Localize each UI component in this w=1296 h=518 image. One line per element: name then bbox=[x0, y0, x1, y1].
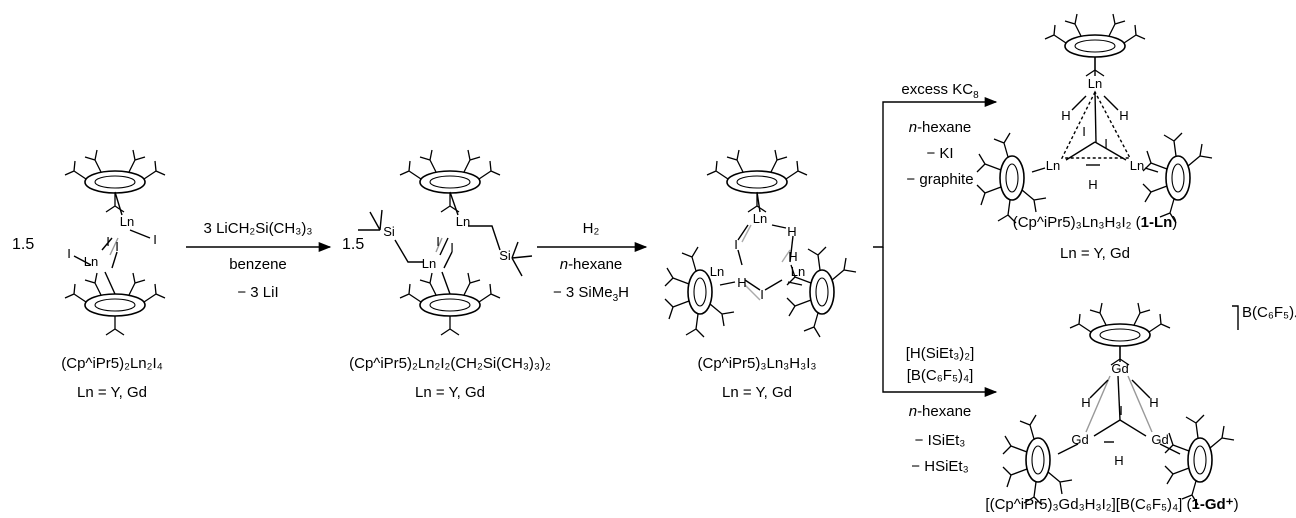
atom-si: Si bbox=[499, 248, 511, 263]
compound-e-formula: [(Cp^iPr5)₃Gd₃H₃I₂][B(C₆F₅)₄] (1-Gd⁺) bbox=[985, 496, 1239, 513]
structure-b bbox=[358, 149, 533, 336]
atom-ln: Ln bbox=[119, 214, 135, 229]
atom-i: I bbox=[106, 234, 110, 249]
atom-h: H bbox=[737, 275, 747, 290]
step1-byproduct: − 3 LiI bbox=[237, 284, 279, 301]
atom-ln: Ln bbox=[709, 264, 725, 279]
step2-byproduct: − 3 SiMe3H bbox=[552, 284, 630, 304]
step4-byproduct-hsiet3: − HSiEt₃ bbox=[911, 458, 969, 475]
step4-byproduct-isiet3: − ISiEt₃ bbox=[914, 432, 966, 449]
step4-reagent-anion: [B(C₆F₅)₄] bbox=[906, 367, 974, 384]
structure-c bbox=[664, 149, 857, 338]
atom-i: I bbox=[450, 240, 454, 255]
compound-a-note: Ln = Y, Gd bbox=[77, 384, 147, 401]
arrow-step4 bbox=[882, 247, 998, 398]
atom-h: H bbox=[1114, 453, 1124, 468]
atom-h: H bbox=[1119, 108, 1129, 123]
atom-h: H bbox=[1149, 395, 1159, 410]
atom-i: I bbox=[1104, 136, 1108, 151]
compound-b-note: Ln = Y, Gd bbox=[415, 384, 485, 401]
atom-ln: Ln bbox=[790, 264, 806, 279]
coefficient-a: 1.5 bbox=[12, 236, 35, 253]
atom-ln: Ln bbox=[421, 256, 437, 271]
atom-ln: Ln bbox=[83, 254, 99, 269]
atom-ln: Ln bbox=[1087, 76, 1103, 91]
atom-i: I bbox=[1082, 124, 1086, 139]
atom-ln: Ln bbox=[1045, 158, 1061, 173]
compound-b-formula: (Cp^iPr5)₂Ln₂I₂(CH₂Si(CH₃)₃)₂ bbox=[349, 355, 551, 372]
arrow-step3 bbox=[873, 96, 998, 248]
atom-gd: Gd bbox=[1111, 361, 1129, 376]
step3-byproduct-ki: − KI bbox=[926, 145, 954, 162]
atom-i: I bbox=[67, 246, 71, 261]
atom-i: I bbox=[1119, 403, 1123, 418]
compound-c-note: Ln = Y, Gd bbox=[722, 384, 792, 401]
atom-h: H bbox=[1061, 108, 1071, 123]
step3-byproduct-graphite: − graphite bbox=[906, 171, 974, 188]
step1-solvent: benzene bbox=[229, 256, 287, 273]
atom-ln: Ln bbox=[1129, 158, 1145, 173]
structure-d bbox=[976, 13, 1213, 224]
atom-h: H bbox=[1088, 177, 1098, 192]
step1-reagent: 3 LiCH₂Si(CH₃)₃ bbox=[203, 220, 313, 237]
atom-i: I bbox=[436, 234, 440, 249]
step3-reagent: excess KC8 bbox=[901, 81, 979, 101]
atom-si: Si bbox=[383, 224, 395, 239]
compound-a-formula: (Cp^iPr5)₂Ln₂I₄ bbox=[61, 355, 163, 372]
compound-d-note: Ln = Y, Gd bbox=[1060, 245, 1130, 262]
atom-gd: Gd bbox=[1071, 432, 1089, 447]
atom-ln: Ln bbox=[455, 214, 471, 229]
step4-reagent-cation: [H(SiEt₃)₂] bbox=[905, 345, 975, 362]
step2-reagent: H₂ bbox=[582, 220, 600, 237]
compound-d-formula: (Cp^iPr5)₃Ln₃H₃I₂ (1-Ln) bbox=[1012, 214, 1178, 231]
atom-i: I bbox=[734, 237, 738, 252]
atom-h: H bbox=[788, 249, 798, 264]
atom-i: I bbox=[153, 232, 157, 247]
atom-h: H bbox=[787, 224, 797, 239]
atom-ln: Ln bbox=[752, 211, 768, 226]
step2-solvent: n-hexane bbox=[559, 256, 623, 273]
compound-e-counteranion: B(C₆F₅)₄ bbox=[1242, 304, 1296, 321]
atom-i: I bbox=[760, 287, 764, 302]
structure-a bbox=[64, 149, 166, 336]
structure-e bbox=[1002, 302, 1239, 506]
compound-c-formula: (Cp^iPr5)₃Ln₃H₃I₃ bbox=[697, 355, 817, 372]
atom-i: I bbox=[115, 239, 119, 254]
step4-solvent: n-hexane bbox=[908, 403, 972, 420]
step3-solvent: n-hexane bbox=[908, 119, 972, 136]
coefficient-b: 1.5 bbox=[342, 236, 365, 253]
atom-h: H bbox=[1081, 395, 1091, 410]
atom-gd: Gd bbox=[1151, 432, 1169, 447]
